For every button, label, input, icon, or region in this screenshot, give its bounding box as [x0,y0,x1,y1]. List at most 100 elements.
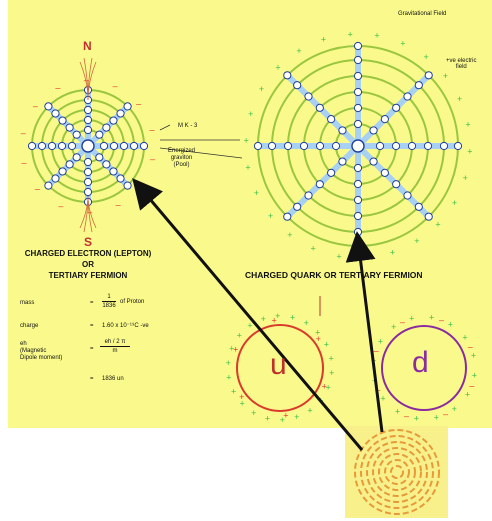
south-field-lines [79,195,97,233]
charge-sign: + [328,353,333,363]
node [51,109,60,118]
charge-sign: + [380,393,385,403]
charge-sign: + [275,63,280,73]
charge-sign: – [469,380,474,390]
electron-title-line2: OR [82,260,94,269]
node [83,125,93,135]
node [27,141,37,151]
node [407,141,417,151]
charge-sign: + [329,368,334,378]
charge-sign: + [307,406,312,416]
node [327,115,336,124]
node [58,167,67,176]
node [353,195,363,205]
node [293,202,302,211]
property-eq: = [90,323,94,329]
charge-sign: + [231,387,236,397]
node [391,141,401,151]
charge-sign: – [55,82,60,92]
core-node [351,139,365,153]
node [414,202,423,211]
node [253,141,263,151]
energized-graviton-label: Energized graviton (Pool) [168,148,196,169]
inset-image [345,426,448,518]
property-value-bottom: 1836 [102,303,116,309]
node [403,92,412,101]
property-name: eh (Magnetic Dipole moment) [20,341,63,361]
charge-sign: – [113,81,118,91]
node [283,71,292,80]
node [353,71,363,81]
node [283,141,293,151]
node [424,71,433,80]
property-value-top: 1 [107,294,111,300]
node [123,181,132,190]
node [123,102,132,111]
inset-ring [354,429,440,515]
node [267,141,277,151]
charge-sign: + [290,313,295,323]
charge-sign: – [84,75,89,85]
node [119,141,129,151]
charge-sign: + [233,344,238,354]
node [380,168,389,177]
electron-structure [27,85,149,207]
node [375,141,385,151]
charge-sign: – [468,341,473,351]
node [331,141,341,151]
charge-sign: + [336,251,341,261]
charge-sign: – [33,101,38,111]
property-value: 1.60 x 10⁻¹⁹C -ve [102,323,149,329]
node [99,141,109,151]
charge-sign: – [374,346,379,356]
charge-sign: + [414,236,419,246]
charge-sign: – [136,99,141,109]
charge-sign: – [439,315,444,325]
node [72,130,81,139]
charge-sign: + [424,52,429,62]
charge-sign: + [443,71,448,81]
charge-sign: + [248,109,253,119]
charge-sign: + [429,313,434,323]
node [353,87,363,97]
property-value-top: eh / 2 π [104,339,126,345]
charge-sign: + [247,320,252,330]
charge-sign: + [467,147,472,157]
property-eq: = [90,346,94,352]
node [109,167,118,176]
gravitational-field-label: Gravitational Field [398,11,447,17]
node [139,141,149,151]
charge-sign: – [35,183,40,193]
property-name: charge [20,323,39,329]
node [304,92,313,101]
charge-sign: + [363,253,368,263]
node [116,109,125,118]
node [453,141,463,151]
property-eq: = [90,300,94,306]
charge-sign: + [240,399,245,409]
node [353,179,363,189]
node [403,191,412,200]
node [58,116,67,125]
node [51,174,60,183]
charge-sign: + [251,408,256,418]
node [414,81,423,90]
arrow-to-quark [345,231,384,433]
electron-title-line3: TERTIARY FERMION [48,271,128,280]
charge-sign: + [378,337,383,347]
charge-sign: + [452,404,457,414]
charge-sign: + [434,413,439,423]
node [392,180,401,189]
node [65,123,74,132]
charge-sign: + [316,334,321,344]
charge-sign: + [226,358,231,368]
d-circle [381,325,467,411]
charge-sign: – [404,411,409,421]
charge-sign: + [472,371,477,381]
inset-ring [366,441,428,503]
electron-title-line1: CHARGED ELECTRON (LEPTON) [24,249,152,258]
charge-sign: + [310,244,315,254]
node [83,167,93,177]
property-value-suffix: of Proton [120,299,145,305]
